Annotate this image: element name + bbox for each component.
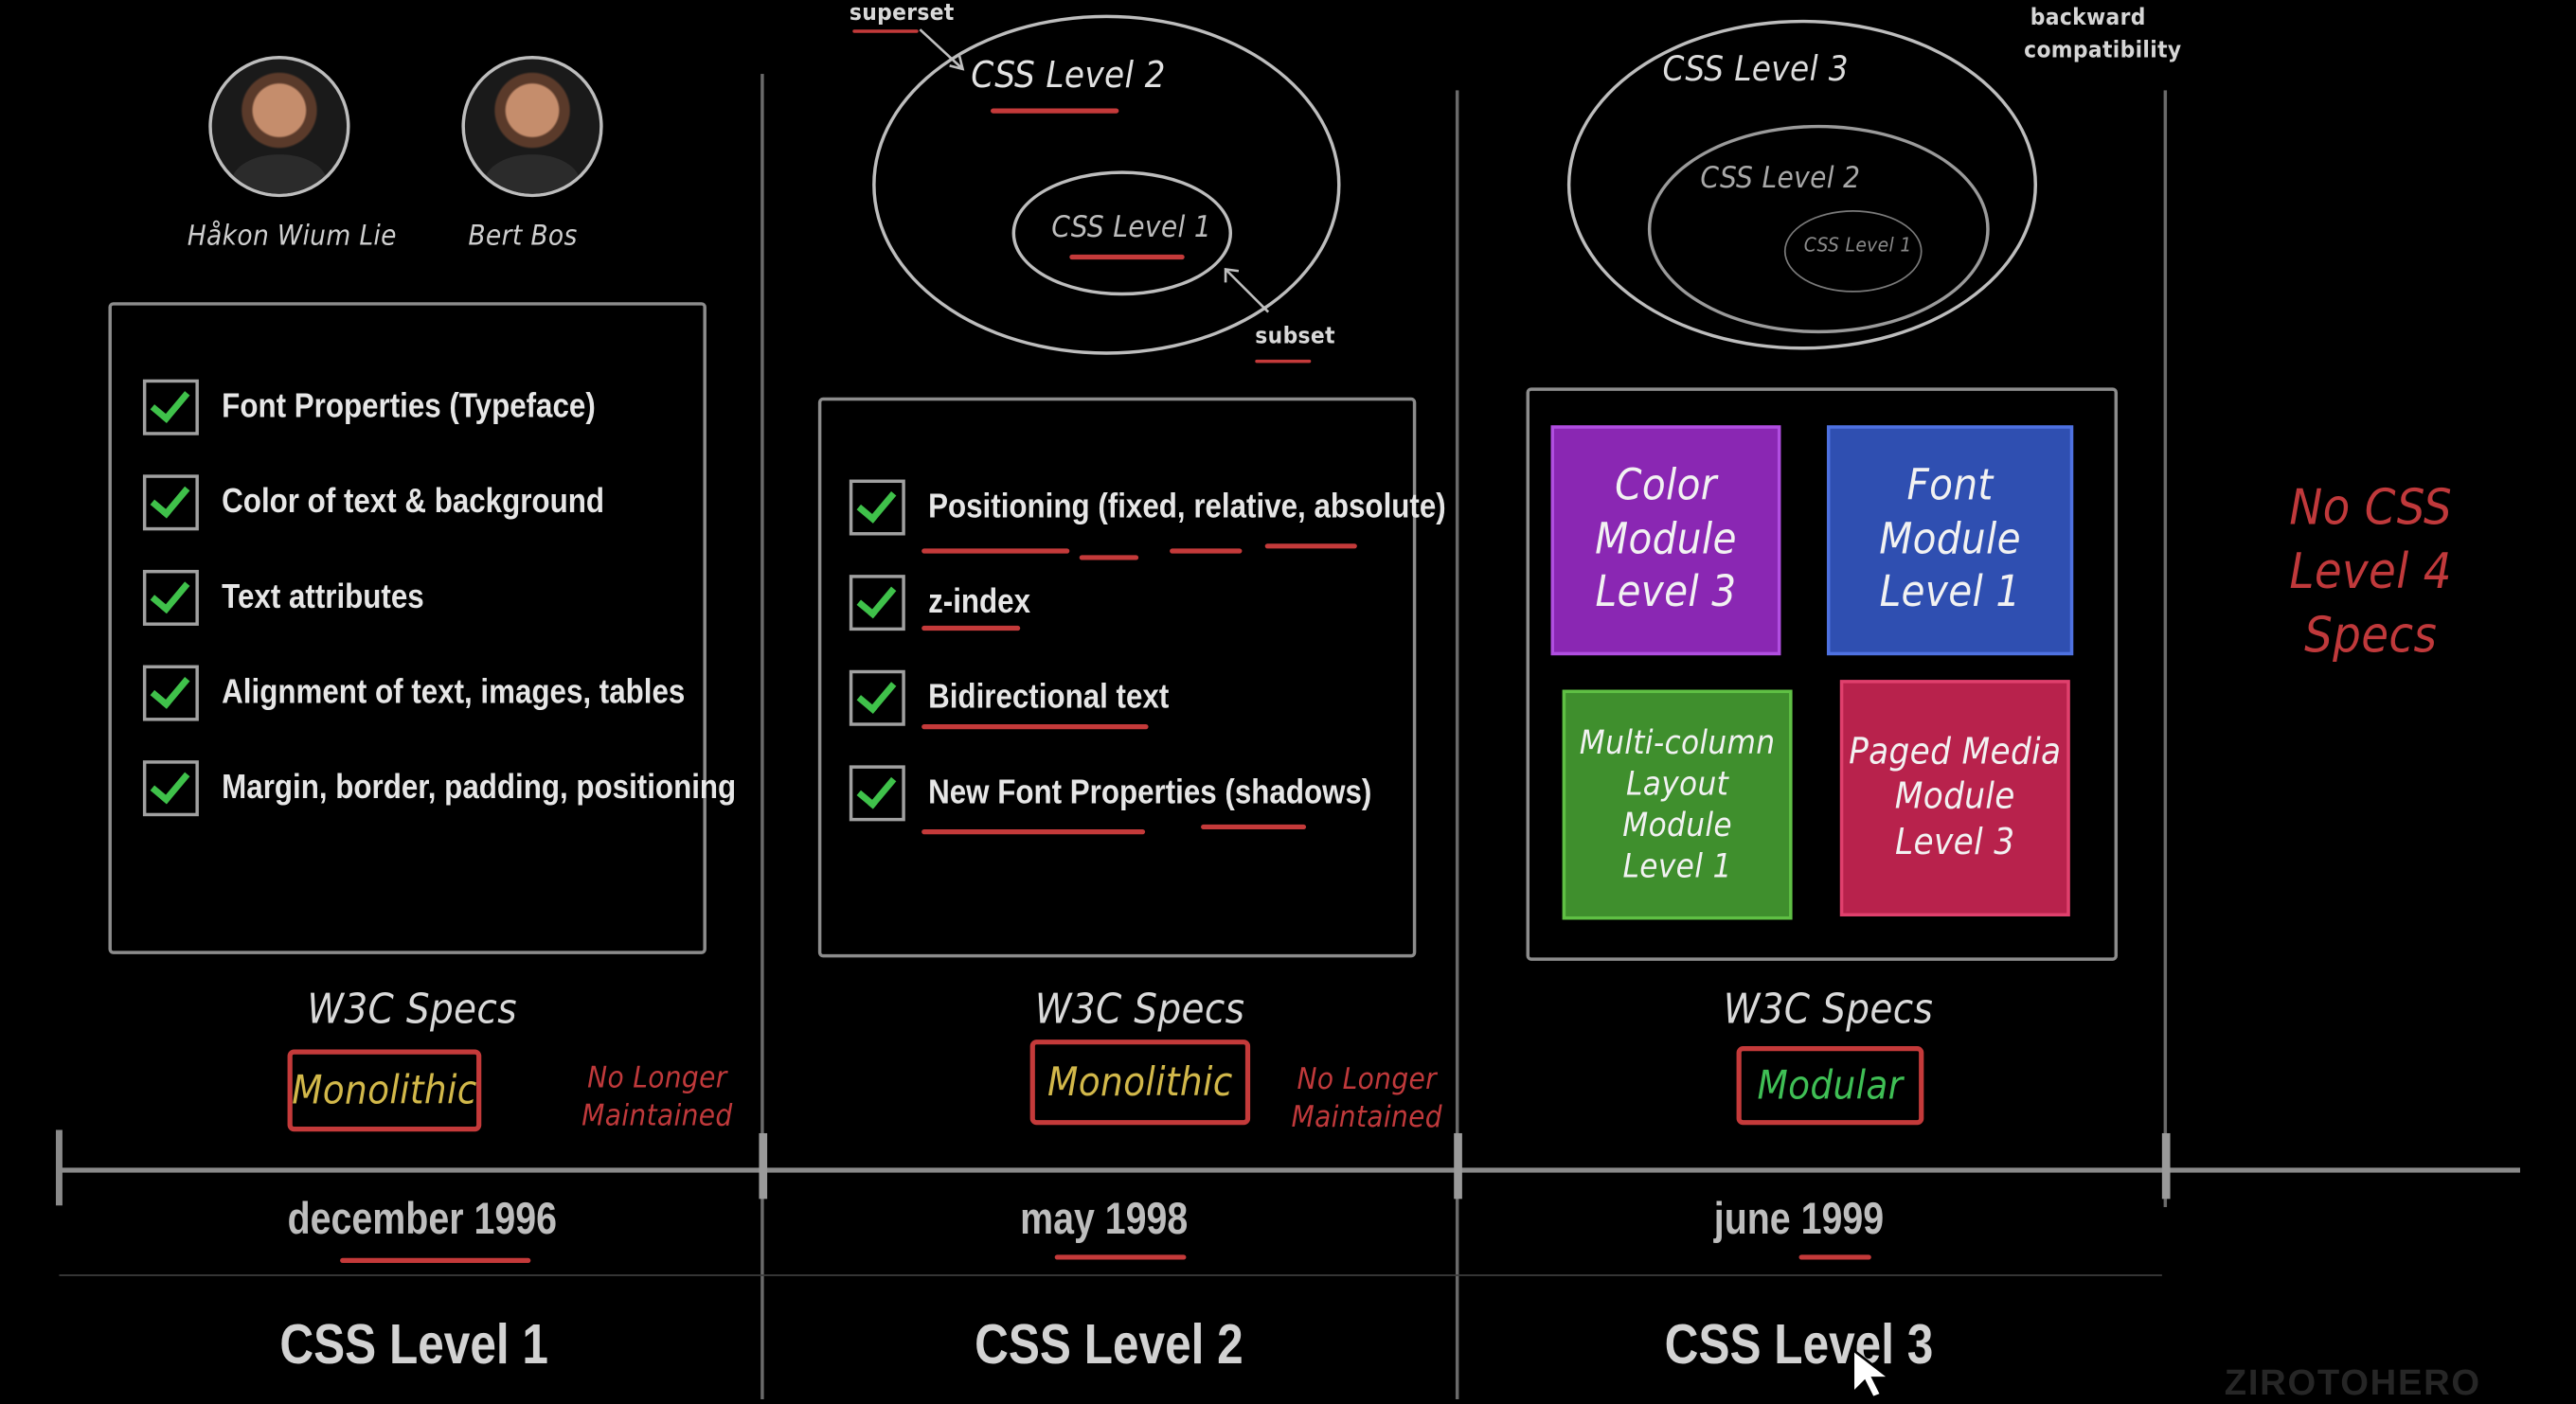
backward-compatibility-note: backward compatibility <box>2024 5 2182 65</box>
feature-item: Alignment of text, images, tables <box>142 665 760 721</box>
subset-underline <box>1255 359 1312 364</box>
date-underline <box>340 1257 531 1264</box>
module-tile: Multi-column Layout Module Level 1 <box>1562 689 1793 920</box>
feature-underline <box>1170 548 1243 554</box>
superset-arrow <box>919 28 964 70</box>
column-divider <box>2163 90 2168 1208</box>
timeline-axis <box>59 1167 2521 1173</box>
feature-item: Color of text & background <box>142 474 667 531</box>
feature-text: Font Properties (Typeface) <box>222 387 596 426</box>
level2-ellipse <box>1647 124 1990 334</box>
feature-text: z-index <box>928 582 1031 621</box>
feature-underline <box>1264 543 1357 549</box>
checkmark-icon <box>142 665 199 721</box>
superset-label: superset <box>849 0 955 27</box>
no-longer-maintained: No Longer Maintained <box>1291 1062 1443 1136</box>
features-box-level2 <box>817 397 1417 958</box>
person-name: Bert Bos <box>468 220 578 254</box>
superset-underline <box>852 29 919 33</box>
level3-ellipse <box>1566 19 2038 350</box>
feature-item: Positioning (fixed, relative, absolute) <box>849 479 1530 536</box>
timeline-tick <box>1454 1132 1462 1200</box>
w3c-specs-label: W3C Specs <box>1723 985 1934 1034</box>
subset-arrow <box>1225 268 1270 313</box>
release-date: may 1998 <box>1020 1194 1189 1244</box>
feature-text: Bidirectional text <box>928 678 1170 717</box>
feature-item: z-index <box>849 575 1047 631</box>
avatar-hakon <box>208 55 350 198</box>
feature-underline <box>1201 824 1307 830</box>
mouse-cursor-icon <box>1852 1347 1893 1399</box>
feature-item: Bidirectional text <box>849 669 1208 726</box>
spec-type-badge: Monolithic <box>287 1049 482 1132</box>
spec-type-badge: Modular <box>1736 1046 1924 1126</box>
level1-ellipse <box>1783 210 1923 293</box>
features-box-level1 <box>108 302 707 954</box>
timeline-tick <box>2161 1132 2171 1200</box>
w3c-specs-label: W3C Specs <box>1034 985 1245 1034</box>
outer-ellipse-label: CSS Level 2 <box>971 55 1166 98</box>
module-tile: Paged Media Module Level 3 <box>1839 680 2070 916</box>
module-tile: Color Module Level 3 <box>1550 425 1781 656</box>
timeline-tick <box>759 1132 768 1200</box>
feature-underline <box>1079 555 1139 560</box>
feature-item: Text attributes <box>142 569 457 626</box>
css-level-title: CSS Level 3 <box>1664 1313 1934 1377</box>
level1-ellipse-label: CSS Level 1 <box>1803 233 1912 257</box>
level2-ellipse-label: CSS Level 2 <box>1700 161 1861 196</box>
feature-text: New Font Properties (shadows) <box>928 773 1372 811</box>
date-underline <box>1054 1254 1187 1260</box>
label-underline <box>991 108 1119 114</box>
level3-ellipse-label: CSS Level 3 <box>1662 49 1849 89</box>
person-name: Håkon Wium Lie <box>187 220 397 254</box>
subset-label: subset <box>1255 323 1335 350</box>
checkmark-icon <box>142 569 199 626</box>
subset-ellipse <box>1011 170 1233 296</box>
feature-item: Margin, border, padding, positioning <box>142 760 820 817</box>
feature-underline <box>921 625 1021 631</box>
release-date: december 1996 <box>287 1194 557 1244</box>
timeline-tick <box>55 1129 63 1206</box>
date-underline <box>1798 1254 1871 1260</box>
watermark-logo: ZIROTOHERO <box>2224 1361 2481 1403</box>
release-date: june 1999 <box>1713 1194 1885 1244</box>
inner-ellipse-label: CSS Level 1 <box>1051 210 1212 245</box>
feature-text: Alignment of text, images, tables <box>222 673 686 712</box>
feature-text: Color of text & background <box>222 483 605 521</box>
css-level-title: CSS Level 2 <box>975 1313 1243 1377</box>
subset-arrowhead <box>1224 268 1240 283</box>
no-longer-maintained: No Longer Maintained <box>581 1060 733 1134</box>
checkmark-icon <box>142 760 199 817</box>
modules-box <box>1526 387 2119 961</box>
superset-arrowhead <box>949 55 965 71</box>
checkmark-icon <box>142 474 199 531</box>
feature-text: Margin, border, padding, positioning <box>222 768 737 807</box>
checkmark-icon <box>849 575 905 631</box>
label-underline <box>1069 254 1185 260</box>
date-row-divider <box>59 1274 2162 1276</box>
avatar-bert <box>461 55 603 198</box>
feature-underline <box>921 724 1149 730</box>
feature-text: Positioning (fixed, relative, absolute) <box>928 488 1446 526</box>
feature-item: Font Properties (Typeface) <box>142 379 656 435</box>
feature-underline <box>921 548 1070 554</box>
checkmark-icon <box>849 479 905 536</box>
feature-item: New Font Properties (shadows) <box>849 765 1444 822</box>
w3c-specs-label: W3C Specs <box>307 985 517 1034</box>
checkmark-icon <box>849 669 905 726</box>
checkmark-icon <box>142 379 199 435</box>
no-level4-note: No CSS Level 4 Specs <box>2289 479 2453 666</box>
feature-underline <box>921 829 1146 835</box>
superset-ellipse <box>872 14 1341 355</box>
module-tile: Font Module Level 1 <box>1826 425 2074 656</box>
spec-type-badge: Monolithic <box>1029 1040 1251 1126</box>
checkmark-icon <box>849 765 905 822</box>
css-level-title: CSS Level 1 <box>279 1313 548 1377</box>
column-divider <box>1455 90 1459 1400</box>
column-divider <box>760 74 764 1400</box>
feature-text: Text attributes <box>222 578 424 616</box>
